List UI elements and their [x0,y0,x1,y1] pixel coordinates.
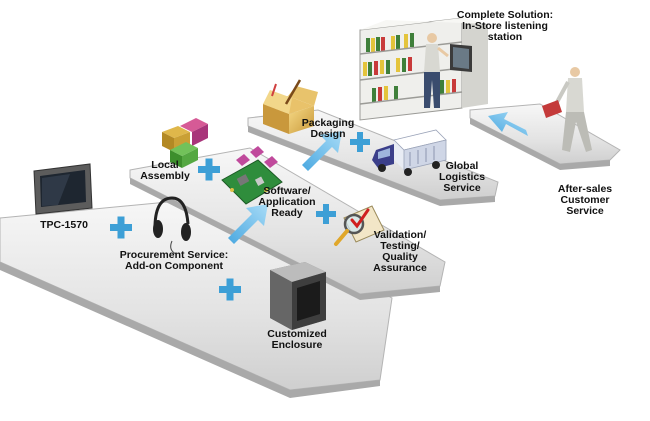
magnifier-check-icon [334,205,385,246]
service-person-icon [542,67,592,152]
circuit-board-icon [221,146,283,205]
path-strip-2 [129,147,446,300]
delivery-truck-icon [372,129,447,176]
procurement-label: Procurement Service: Add-on Component [119,249,229,272]
local-assembly-label: Local Assembly [140,159,190,182]
packaging-box-icon [263,79,318,134]
arrow-icon [488,112,528,136]
arrow-icon [228,204,268,244]
assembly-blocks-icon [162,118,208,168]
complete-solution-label: Complete Solution: In-Store listening st… [456,9,554,43]
plus-icon [198,158,220,181]
tpc-label: TPC-1570 [40,219,88,231]
path-strip-4 [469,103,621,170]
shopper-person-icon [424,33,449,108]
plus-icon [316,204,336,224]
validation-label: Validation/ Testing/ Quality Assurance [373,229,427,274]
after-sales-label: After-sales Customer Service [557,183,613,217]
path-strip-3 [247,109,499,206]
software-label: Software/ Application Ready [258,185,316,219]
logistics-label: Global Logistics Service [438,160,486,194]
plus-icon [350,132,370,152]
packaging-label: Packaging Design [301,117,355,140]
arrow-icon [302,131,342,171]
plus-icon [219,278,241,301]
plus-icon [110,216,132,239]
monitor-icon [33,163,93,215]
enclosure-label: Customized Enclosure [267,328,327,351]
enclosure-icon [270,262,326,330]
headphones-icon [153,196,191,255]
